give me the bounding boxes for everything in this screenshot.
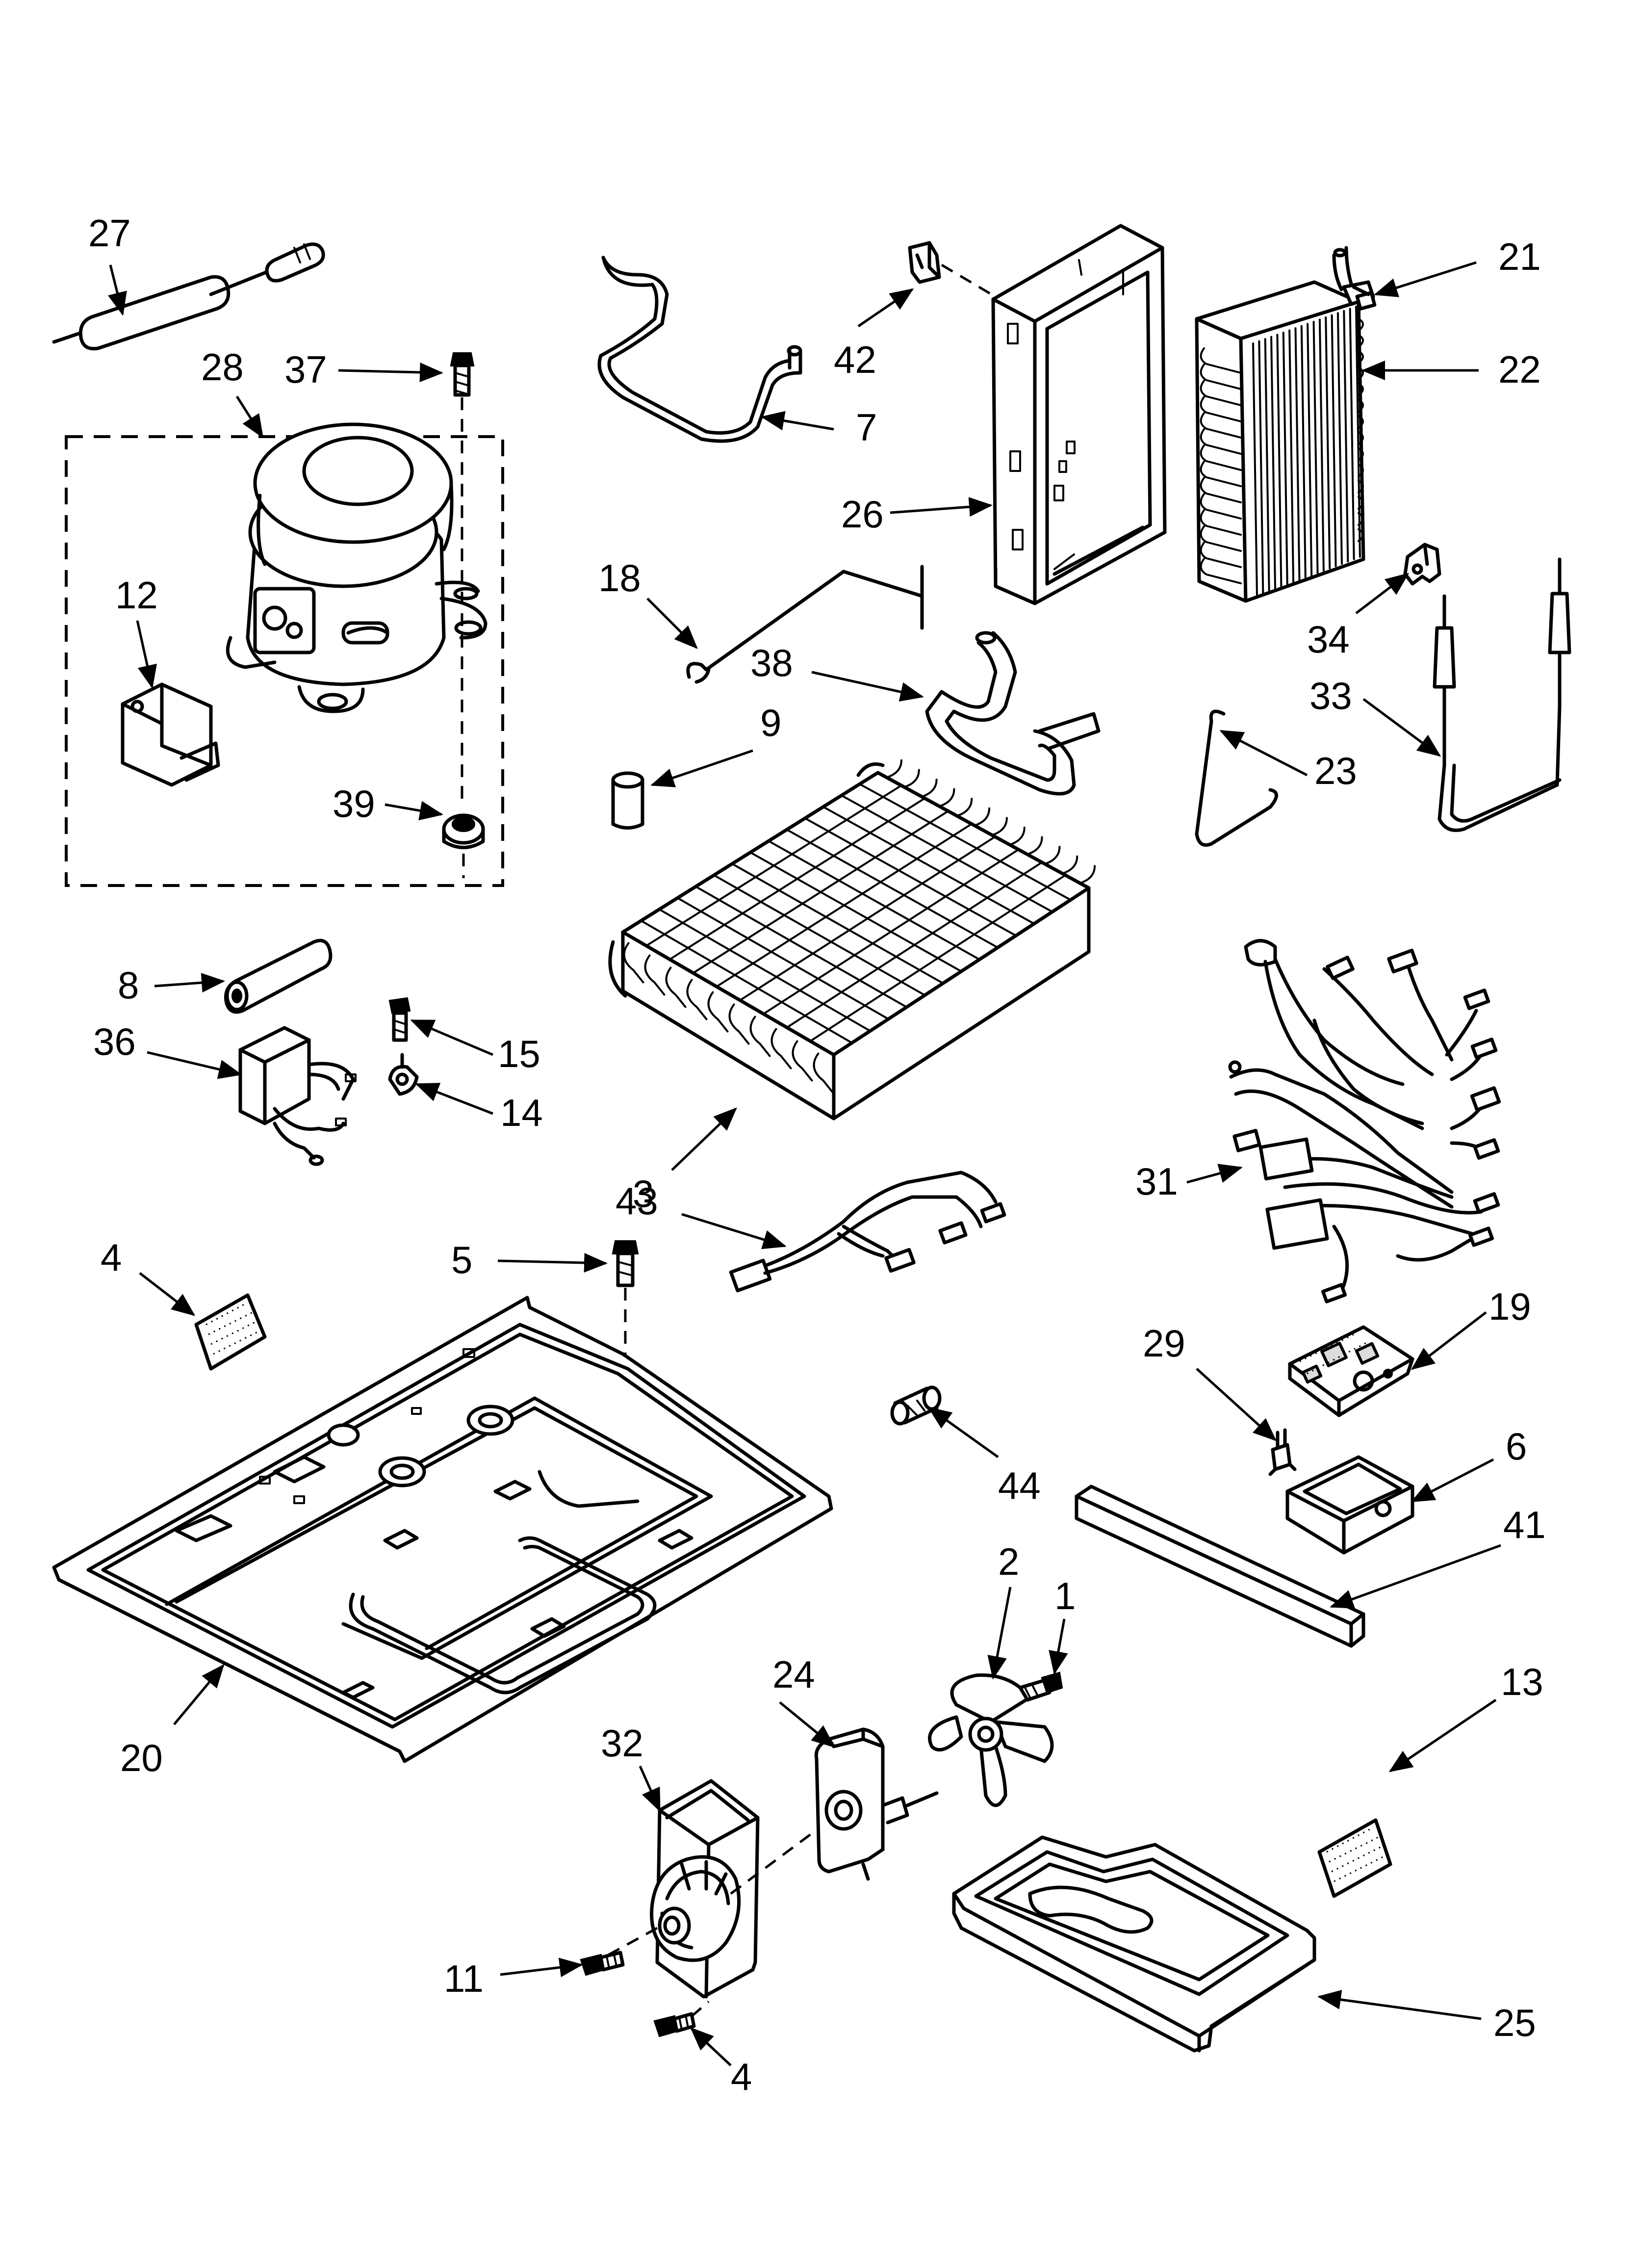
callout-8: 8 (118, 964, 139, 1007)
clip-42-drawing (908, 241, 997, 298)
compressor-drawing (226, 422, 487, 713)
tube-33-drawing (1433, 557, 1571, 832)
mounting-screw-37-drawing (450, 352, 475, 805)
fan-motor-24-drawing (814, 1727, 939, 1881)
callout-12: 12 (115, 574, 158, 617)
clamp-14-drawing (388, 1053, 419, 1096)
wire-harness-43-drawing (729, 1171, 1006, 1293)
screw-4-bottom-drawing (653, 2001, 710, 2037)
callout-4-bottom: 4 (731, 2055, 752, 2098)
callout-33: 33 (1309, 674, 1352, 717)
callout-15: 15 (498, 1032, 540, 1075)
grommet-39-drawing (442, 813, 485, 878)
callout-28: 28 (201, 345, 244, 389)
callout-25: 25 (1493, 2001, 1536, 2044)
compressor-assembly-outline (65, 435, 504, 887)
relay-cover-drawing (121, 682, 220, 787)
callout-1: 1 (1054, 1574, 1076, 1617)
screw-15-drawing (388, 997, 411, 1042)
strip-41-drawing (1075, 1485, 1365, 1648)
callout-24: 24 (772, 1653, 815, 1696)
callout-27: 27 (88, 211, 131, 255)
callout-11: 11 (444, 1957, 484, 2000)
wire-harness-31-drawing (1228, 939, 1501, 1303)
screw-5-drawing (612, 1240, 639, 1364)
callout-20: 20 (120, 1736, 163, 1779)
evaporator-cover-drawing (991, 224, 1167, 605)
callout-5: 5 (451, 1238, 472, 1281)
pad-4-top-drawing (194, 1293, 267, 1371)
filter-drier-drawing (52, 242, 325, 351)
screw-21-drawing (1342, 280, 1377, 311)
callout-29: 29 (1143, 1322, 1185, 1365)
tube-7-drawing (601, 256, 792, 435)
callout-4-top: 4 (101, 1236, 122, 1279)
screw-1-drawing (1018, 1671, 1063, 1702)
base-pan-20-drawing (52, 1296, 833, 1763)
callout-14: 14 (500, 1091, 543, 1134)
hanger-23-drawing (1195, 709, 1278, 847)
roller-44-drawing (890, 1385, 942, 1426)
callout-2: 2 (998, 1540, 1019, 1583)
drain-pan-25-drawing (952, 1835, 1316, 2053)
control-board-19-drawing (1288, 1325, 1414, 1417)
callout-19: 19 (1488, 1285, 1531, 1328)
screw-11-drawing (580, 1951, 625, 1976)
callout-22: 22 (1498, 348, 1541, 391)
leader-lines (107, 261, 1501, 2066)
fan-blade-2-drawing (928, 1673, 1054, 1807)
pad-13-drawing (1317, 1818, 1392, 1898)
callout-3: 3 (633, 1172, 654, 1215)
bracket-34-drawing (1403, 543, 1441, 586)
callout-41: 41 (1503, 1503, 1546, 1546)
callout-23: 23 (1314, 749, 1357, 792)
hose-38-drawing (925, 631, 1101, 796)
callout-32: 32 (601, 1721, 643, 1765)
callout-13: 13 (1501, 1660, 1543, 1703)
callout-34: 34 (1307, 618, 1350, 661)
callout-43: 43 (616, 1179, 658, 1223)
callout-31: 31 (1135, 1160, 1178, 1203)
box-6-drawing (1285, 1455, 1414, 1555)
rod-18-drawing (686, 570, 924, 679)
callout-26: 26 (841, 493, 884, 536)
callout-6: 6 (1506, 1425, 1527, 1468)
callout-44: 44 (998, 1464, 1041, 1507)
callout-7: 7 (856, 406, 877, 449)
callout-18: 18 (598, 556, 641, 600)
callout-39: 39 (333, 782, 375, 825)
cylinder-9-drawing (611, 771, 644, 830)
transformer-36-drawing (238, 1026, 357, 1166)
evaporator-3-drawing (608, 759, 1096, 1121)
fan-shroud-32-drawing (607, 1779, 818, 1999)
callout-labels: 27 28 37 12 39 7 42 26 21 22 18 38 9 34 … (88, 211, 1546, 2098)
coil-22-drawing (1195, 246, 1365, 603)
callout-38: 38 (750, 641, 793, 684)
tube-8-drawing (224, 938, 333, 1014)
callout-21: 21 (1498, 235, 1541, 278)
callout-36: 36 (93, 1020, 136, 1063)
connector-29-drawing (1268, 1428, 1297, 1476)
callout-42: 42 (834, 338, 876, 381)
callout-37: 37 (284, 348, 327, 391)
callout-9: 9 (760, 701, 781, 744)
